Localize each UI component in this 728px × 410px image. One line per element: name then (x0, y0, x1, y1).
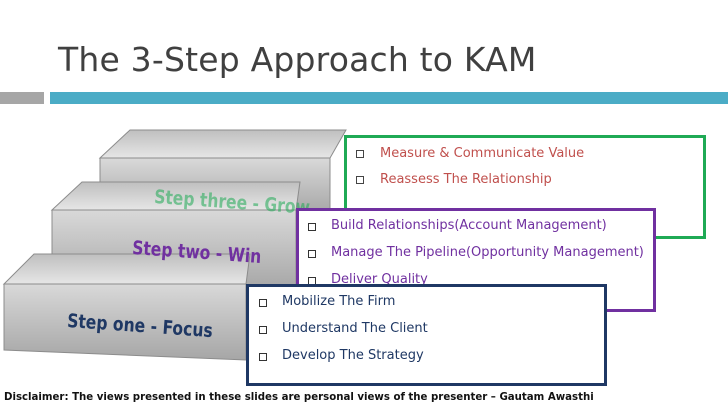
disclaimer-text: Disclaimer: The views presented in these… (4, 392, 594, 403)
bullet-icon (356, 176, 364, 184)
list-item: Manage The Pipeline(Opportunity Manageme… (299, 238, 653, 265)
bullet-icon (308, 250, 316, 258)
bullet-icon (259, 299, 267, 307)
step-one-box: Mobilize The Firm Understand The Client … (246, 284, 607, 386)
list-item: Build Relationships(Account Management) (299, 211, 653, 238)
list-item: Understand The Client (249, 314, 604, 341)
list-item: Measure & Communicate Value (347, 138, 703, 164)
list-item: Reassess The Relationship (347, 164, 703, 190)
bullet-icon (308, 223, 316, 231)
bullet-icon (259, 326, 267, 334)
bullet-icon (259, 353, 267, 361)
bullet-icon (356, 150, 364, 158)
list-item: Develop The Strategy (249, 341, 604, 368)
stair-step-one (4, 254, 250, 360)
list-item: Mobilize The Firm (249, 287, 604, 314)
